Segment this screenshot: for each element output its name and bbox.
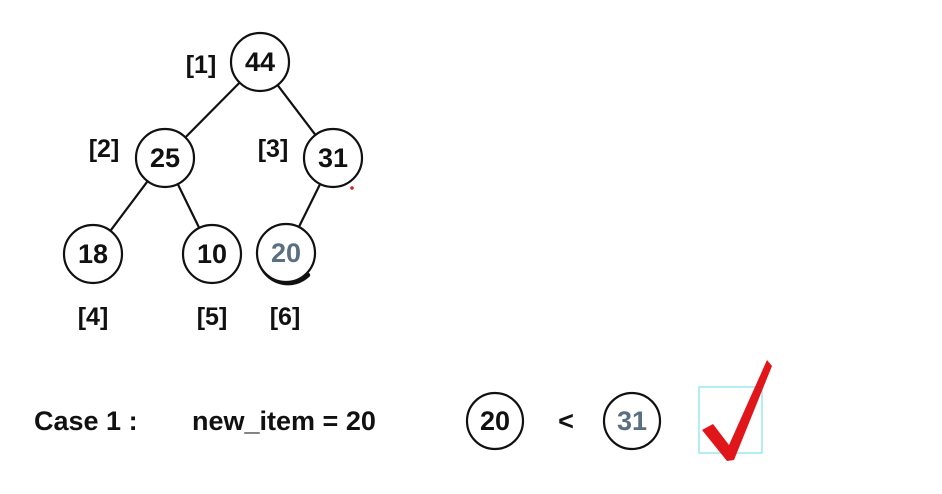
tree-nodes: 44 25 31 18 10 20	[62, 31, 364, 286]
node-5-circle	[181, 223, 243, 285]
compare-left-circle	[465, 391, 525, 451]
node-2-value: 25	[150, 143, 180, 173]
index-label-5: [5]	[197, 303, 228, 331]
node-5: 10	[181, 223, 243, 285]
node-4: 18	[62, 223, 124, 285]
edge-n2-n5	[176, 182, 201, 230]
node-1-value: 44	[245, 47, 275, 77]
node-3: 31	[302, 127, 364, 189]
node-1-circle	[229, 31, 291, 93]
node-6-value: 20	[271, 238, 301, 268]
node-3-value: 31	[318, 143, 348, 173]
node-4-circle	[62, 223, 124, 285]
node-4-value: 18	[78, 239, 108, 269]
node-2-circle	[134, 127, 196, 189]
check-mark-icon	[698, 360, 772, 461]
node-5-value: 10	[197, 239, 227, 269]
node-2: 25	[134, 127, 196, 189]
red-dot	[350, 186, 354, 190]
compare-left-value: 20	[480, 406, 510, 436]
node-6-circle	[255, 222, 317, 284]
node-3-circle	[302, 127, 364, 189]
edge-n1-n3	[276, 83, 317, 137]
case-expression: new_item = 20	[192, 406, 376, 436]
index-label-1: [1]	[186, 51, 217, 79]
compare-right: 31	[602, 391, 662, 451]
node-6: 20	[255, 222, 317, 286]
edge-n1-n2	[184, 81, 241, 139]
compare-left: 20	[465, 391, 525, 451]
index-label-4: [4]	[78, 303, 109, 331]
compare-right-value: 31	[617, 406, 647, 436]
index-label-3: [3]	[258, 135, 289, 163]
edge-n2-n4	[109, 180, 149, 232]
compare-operator: <	[558, 406, 574, 436]
edge-n3-n6	[297, 182, 322, 229]
index-label-6: [6]	[270, 303, 301, 331]
case-label: Case 1 :	[34, 406, 138, 436]
check-stroke	[702, 360, 772, 461]
tree-edges	[109, 81, 322, 232]
compare-right-circle	[602, 391, 662, 451]
node-1: 44	[229, 31, 291, 93]
index-label-2: [2]	[89, 135, 120, 163]
